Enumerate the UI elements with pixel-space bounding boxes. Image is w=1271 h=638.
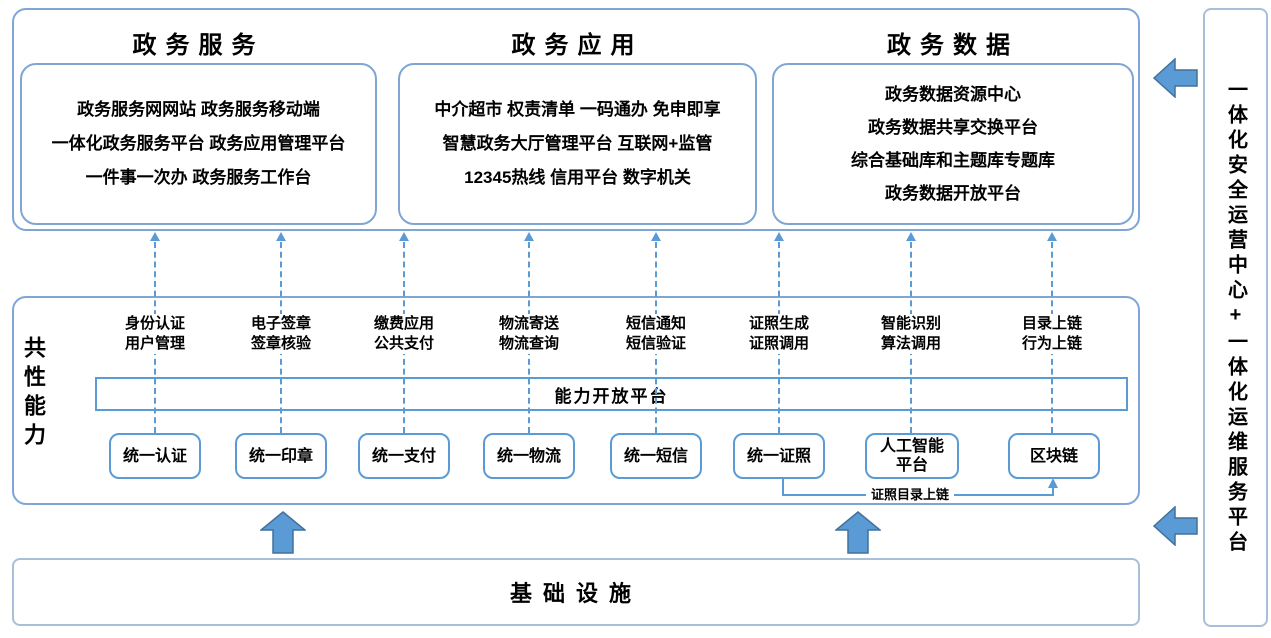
capability-bottom: 短信验证	[625, 335, 686, 352]
common-capability-side-label: 共性能力	[21, 336, 46, 452]
unified-auth-box: 统一认证	[109, 433, 201, 479]
capability-top: 短信通知	[625, 315, 686, 332]
unified-payment-box: 统一支付	[358, 433, 450, 479]
infrastructure-box: 基础设施	[12, 558, 1140, 626]
up-arrow-icon	[260, 511, 306, 554]
unified-license-box: 统一证照	[733, 433, 825, 479]
section-title-gov-data: 政务数据	[887, 31, 1019, 59]
section-title-gov-application: 政务应用	[511, 31, 644, 59]
left-arrow-icon	[1153, 58, 1198, 98]
top-sections-container: 政务服务 政务应用 政务数据 政务服务网网站 政务服务移动端 一体化政务服务平台…	[12, 8, 1140, 231]
dashed-up-arrow-icon	[774, 232, 784, 241]
infrastructure-title: 基础设施	[509, 581, 642, 606]
capability-bottom: 行为上链	[1021, 335, 1082, 352]
capability-bottom: 签章核验	[250, 335, 311, 352]
dashed-up-arrow-icon	[276, 232, 286, 241]
gov-data-line: 政务数据共享交换平台	[868, 118, 1038, 137]
capability-label: 短信通知短信验证	[594, 314, 718, 354]
gov-data-line: 政务数据资源中心	[885, 85, 1021, 104]
license-chain-connector	[782, 479, 784, 496]
capability-label: 目录上链行为上链	[990, 314, 1114, 354]
gov-service-box: 政务服务网网站 政务服务移动端 一体化政务服务平台 政务应用管理平台 一件事一次…	[20, 63, 377, 225]
gov-service-line: 一件事一次办 政务服务工作台	[85, 168, 312, 187]
unified-seal-box: 统一印章	[235, 433, 327, 479]
capability-label: 缴费应用公共支付	[342, 314, 466, 354]
gov-service-line: 一体化政务服务平台 政务应用管理平台	[51, 134, 346, 153]
ai-platform-box: 人工智能 平台	[865, 433, 959, 479]
dashed-up-arrow-icon	[651, 232, 661, 241]
capability-open-platform-bar: 能力开放平台	[95, 377, 1128, 411]
section-title-gov-service: 政务服务	[132, 31, 265, 59]
capability-top: 证照生成	[748, 315, 809, 332]
gov-application-box: 中介超市 权责清单 一码通办 免申即享 智慧政务大厅管理平台 互联网+监管 12…	[398, 63, 757, 225]
up-arrow-icon	[835, 511, 881, 554]
capability-top: 身份认证	[124, 315, 185, 332]
gov-application-line: 智慧政务大厅管理平台 互联网+监管	[442, 134, 713, 153]
capability-label: 证照生成证照调用	[717, 314, 841, 354]
unified-sms-box: 统一短信	[610, 433, 702, 479]
capability-top: 缴费应用	[373, 315, 434, 332]
left-arrow-icon	[1153, 506, 1198, 546]
capability-label: 物流寄送物流查询	[467, 314, 591, 354]
gov-data-box: 政务数据资源中心 政务数据共享交换平台 综合基础库和主题库专题库 政务数据开放平…	[772, 63, 1134, 225]
connector-up-arrow-icon	[1048, 478, 1058, 488]
capability-top: 智能识别	[880, 315, 941, 332]
gov-application-line: 中介超市 权责清单 一码通办 免申即享	[434, 100, 721, 119]
capability-bottom: 算法调用	[880, 335, 941, 352]
capability-label: 身份认证用户管理	[93, 314, 217, 354]
blockchain-box: 区块链	[1008, 433, 1100, 479]
dashed-up-arrow-icon	[906, 232, 916, 241]
capability-bottom: 证照调用	[748, 335, 809, 352]
gov-application-line: 12345热线 信用平台 数字机关	[464, 168, 691, 187]
capability-bottom: 用户管理	[124, 335, 185, 352]
gov-data-line: 政务数据开放平台	[885, 184, 1021, 203]
gov-data-line: 综合基础库和主题库专题库	[851, 151, 1055, 170]
dashed-up-arrow-icon	[399, 232, 409, 241]
dashed-up-arrow-icon	[150, 232, 160, 241]
gov-service-line: 政务服务网网站 政务服务移动端	[77, 100, 320, 119]
capability-top: 目录上链	[1021, 315, 1082, 332]
integrated-ops-label: 一体化安全运营中心+一体化运维服务平台	[1224, 79, 1247, 556]
capability-top: 物流寄送	[498, 315, 559, 332]
dashed-up-arrow-icon	[524, 232, 534, 241]
capability-label: 电子签章签章核验	[219, 314, 343, 354]
capability-bottom: 物流查询	[498, 335, 559, 352]
capability-bottom: 公共支付	[373, 335, 434, 352]
capability-open-platform-label: 能力开放平台	[554, 386, 669, 406]
license-chain-connector	[1052, 487, 1054, 496]
capability-top: 电子签章	[250, 315, 311, 332]
capability-label: 智能识别算法调用	[849, 314, 973, 354]
unified-logistics-box: 统一物流	[483, 433, 575, 479]
license-chain-connector-label: 证照目录上链	[866, 484, 955, 503]
integrated-ops-sidebar: 一体化安全运营中心+一体化运维服务平台	[1203, 8, 1268, 627]
dashed-up-arrow-icon	[1047, 232, 1057, 241]
common-capability-container	[12, 296, 1140, 505]
